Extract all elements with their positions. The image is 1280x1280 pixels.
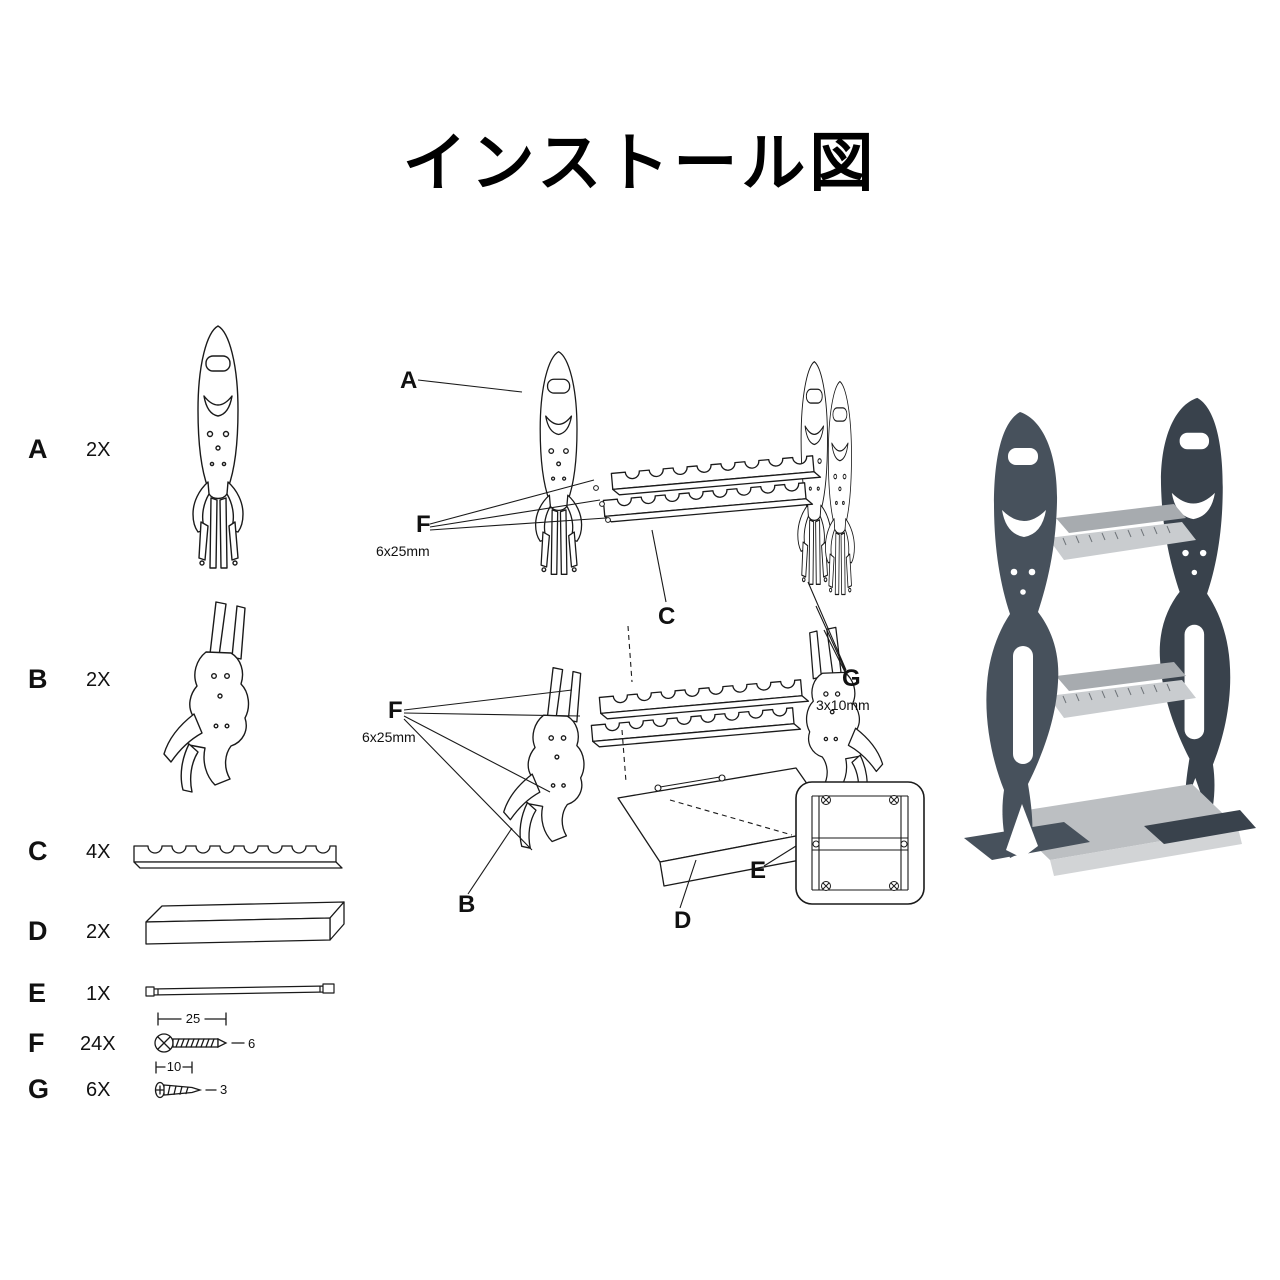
part-label-f: F	[28, 1028, 45, 1058]
callout-g-label: G	[842, 665, 861, 692]
part-c-drawing	[133, 845, 343, 869]
assembly-panel-b-left	[503, 667, 585, 849]
part-qty-b: 2X	[86, 669, 111, 691]
product-left-panel	[986, 412, 1059, 858]
product-photo	[964, 397, 1256, 876]
screw-g-head-label: 3	[220, 1082, 227, 1097]
assembly-bar-e	[621, 625, 793, 836]
callout-leaders	[403, 379, 847, 909]
part-qty-f: 24X	[80, 1033, 116, 1055]
callout-f2-label: F	[388, 697, 403, 724]
part-label-b: B	[28, 664, 48, 694]
part-label-d: D	[28, 916, 48, 946]
part-qty-c: 4X	[86, 841, 111, 863]
part-g-drawing: 10 3	[154, 1059, 227, 1099]
part-b-drawing	[163, 601, 250, 793]
callout-b-label: B	[458, 891, 475, 918]
callout-f1-size: 6x25mm	[376, 543, 430, 559]
part-label-c: C	[28, 836, 48, 866]
callout-e-label: E	[750, 857, 766, 884]
detail-inset-e	[795, 781, 925, 905]
screw-f-head-label: 6	[248, 1036, 255, 1051]
callout-f2-size: 6x25mm	[362, 729, 416, 745]
part-f-drawing: 25 6	[154, 1011, 255, 1053]
part-qty-e: 1X	[86, 983, 111, 1005]
callout-d-label: D	[674, 907, 691, 934]
part-a-drawing	[192, 325, 244, 569]
assembly-rails-top	[602, 454, 822, 523]
callout-f1-label: F	[416, 511, 431, 538]
part-label-e: E	[28, 978, 47, 1008]
part-label-g: G	[28, 1074, 50, 1104]
part-d-drawing	[145, 901, 345, 945]
callout-g-size: 3x10mm	[816, 697, 870, 713]
product-lower-rails	[1048, 662, 1196, 718]
callout-a-label: A	[400, 367, 417, 394]
assembly-diagram: A F 6x25mm C F 6x25mm G 3x10mm B D E	[362, 351, 925, 934]
screw-f-length-label: 25	[186, 1011, 200, 1026]
part-qty-d: 2X	[86, 921, 111, 943]
part-e-drawing	[145, 983, 335, 997]
assembly-panel-a-left	[534, 351, 611, 575]
product-right-panel	[1159, 397, 1231, 831]
part-qty-g: 6X	[86, 1079, 111, 1101]
page-title: インストール図	[402, 127, 878, 199]
part-qty-a: 2X	[86, 439, 111, 461]
assembly-rails-bottom	[590, 678, 810, 748]
product-upper-rails	[1048, 504, 1196, 560]
part-label-a: A	[28, 434, 48, 464]
screw-g-length-label: 10	[167, 1059, 181, 1074]
callout-c-label: C	[658, 603, 675, 630]
